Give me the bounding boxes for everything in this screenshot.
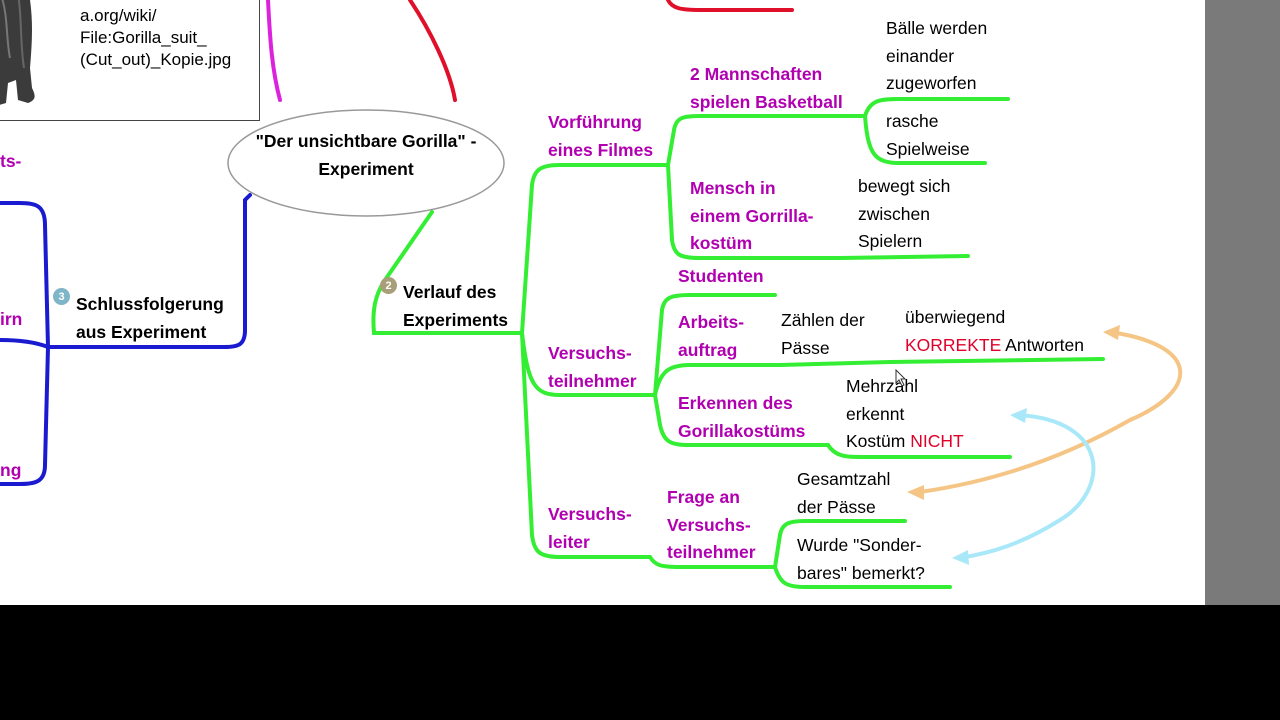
green-part-task [653,363,782,397]
left-fragment-2[interactable]: irn [0,309,23,329]
magenta-branch-line [266,0,282,102]
gorilla-image [0,0,35,105]
red-branch-line [408,0,457,102]
task-result-pre: überwiegend [905,307,1006,327]
recognize-leaf-red: NICHT [910,431,964,451]
cyan-arrowhead-top [1010,408,1027,423]
question-total-passes[interactable]: Gesamtzahl der Pässe [797,469,891,517]
green-trunk-leader [520,331,652,559]
green-question-q1 [773,519,907,569]
image-attribution-box[interactable]: commons.wikimedi a.org/wiki/ File:Gorill… [0,0,260,121]
task-result-post: Antworten [1001,334,1084,355]
right-gray-panel [1205,0,1280,605]
teams-topic[interactable]: 2 Mannschaften spielen Basketball [690,64,843,112]
cyan-relation-arrow [958,413,1096,560]
green-task-leaf [778,360,892,367]
green-film-gorilla [666,163,842,260]
black-letterbox [0,605,1280,720]
green-part-recognize [653,393,830,447]
green-leader-question [648,555,777,569]
priority-3-icon: 3 [53,288,70,305]
procedure-topic[interactable]: Verlauf des Experiments [403,282,509,330]
central-topic-title[interactable]: "Der unsichtbare Gorilla" - Experiment [255,131,477,179]
students-topic[interactable]: Studenten [678,266,764,286]
connector-lines [0,0,1183,589]
orange-relation-arrow [918,330,1183,494]
mouse-cursor-icon [895,369,907,387]
film-topic[interactable]: Vorführung eines Filmes [548,112,654,160]
orange-arrowhead-top [1103,325,1120,340]
left-fragment-3[interactable]: ng [0,460,22,480]
question-topic[interactable]: Frage an Versuchs- teilnehmer [667,487,756,562]
blue-branch-line [46,193,252,349]
participants-topic[interactable]: Versuchs- teilnehmer [548,343,637,391]
orange-arrowhead-bottom [907,485,924,500]
conclusion-topic[interactable]: Schlussfolgerung aus Experiment [76,294,224,342]
task-topic[interactable]: Arbeits- auftrag [678,312,745,360]
green-teams-leaf2 [863,114,987,165]
cyan-arrowhead-bottom [952,550,969,565]
green-part-students [653,293,777,397]
task-result-red: KORREKTE [905,334,1002,355]
green-question-q2 [773,565,952,589]
recognize-topic[interactable]: Erkennen des Gorillakostüms [678,393,806,441]
task-result[interactable]: überwiegend KORREKTE Antworten [905,304,1084,359]
green-trunk-film [520,163,670,335]
gorilla-leaf[interactable]: bewegt sich zwischen Spielern [858,176,951,251]
priority-2-icon: 2 [380,277,397,294]
gorilla-topic[interactable]: Mensch in einem Gorrilla- kostüm [690,178,814,253]
green-gorilla-leaf [838,254,970,260]
task-leaf[interactable]: Zählen der Pässe [781,310,865,358]
blue-branch-upper [0,201,50,349]
blue-branch-mid [0,338,50,349]
green-film-teams [666,114,867,167]
central-topic-ellipse[interactable] [226,108,506,218]
leader-topic[interactable]: Versuchs- leiter [548,504,632,552]
mindmap-canvas[interactable]: commons.wikimedi a.org/wiki/ File:Gorill… [0,0,1205,605]
green-task-result [888,357,1105,364]
green-recognize-leaf [826,443,1012,459]
recognize-leaf-pre: Mehrzahl erkennt Kostüm [846,376,918,451]
teams-leaf-fast[interactable]: rasche Spielweise [886,111,970,159]
blue-branch-lower [0,345,50,486]
image-caption: commons.wikimedi a.org/wiki/ File:Gorill… [80,0,232,69]
left-fragment-1[interactable]: ts- [0,151,22,171]
green-teams-leaf1 [863,97,1010,118]
teams-leaf-balls[interactable]: Bälle werden einander zugeworfen [886,18,988,93]
question-noticed[interactable]: Wurde "Sonder- bares" bemerkt? [797,535,925,583]
red-branch-underline [666,0,794,12]
